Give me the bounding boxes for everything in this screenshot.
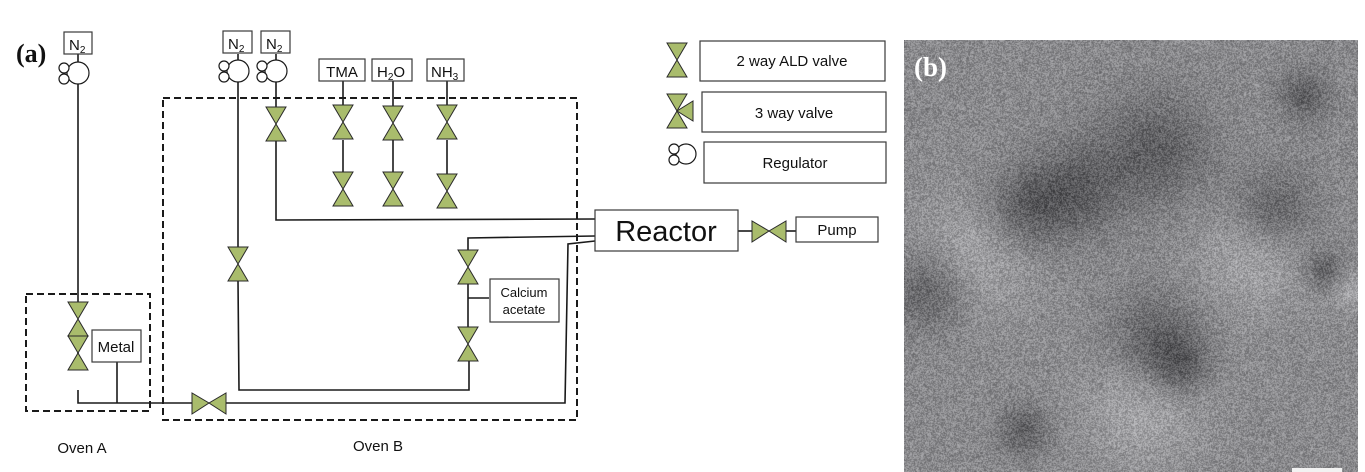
panel-a-label: (a) [16, 39, 46, 68]
two-way-valve-icon [332, 104, 354, 140]
h2o-label-o: O [393, 64, 405, 81]
legend-item-regulator: Regulator [668, 141, 887, 184]
n2-label: N [266, 36, 277, 53]
source-n2-oven-a: N2 [63, 31, 93, 56]
two-way-valve-icon [265, 106, 287, 142]
calcium-label-line1: Calcium [501, 285, 548, 300]
metal-source: Metal [91, 329, 142, 363]
two-way-valve-icon [436, 173, 458, 209]
two-way-valve-icon [457, 249, 479, 285]
legend-label: 3 way valve [755, 105, 833, 122]
regulator-icon [58, 61, 90, 85]
source-tma: TMA [318, 58, 366, 82]
legend: 2 way ALD valve 3 way valve Regulator [666, 40, 887, 184]
ald-system-schematic: (a) N2 [16, 30, 887, 457]
panel-b-label: (b) [914, 52, 947, 82]
regulator-icon [668, 143, 697, 166]
micrograph-image [904, 40, 1358, 472]
source-n2-left: N2 [222, 30, 253, 55]
calcium-label-line2: acetate [503, 302, 546, 317]
three-way-valve-icon [666, 93, 694, 129]
two-way-valve-icon [666, 42, 688, 78]
oven-b-label: Oven B [353, 438, 403, 455]
pipes [77, 54, 796, 404]
pump: Pump [795, 216, 879, 243]
n2-subscript: 2 [239, 44, 245, 55]
nh3-label: NH [431, 64, 453, 81]
legend-item-three-way-valve: 3 way valve [666, 91, 887, 133]
two-way-valve-icon [227, 246, 249, 282]
regulator-icon [256, 59, 288, 83]
oven-b-boundary [162, 97, 578, 421]
h2o-label-h: H [377, 64, 388, 81]
two-way-valve-icon [67, 335, 89, 371]
two-way-valves [67, 104, 479, 371]
calcium-acetate-source: Calcium acetate [489, 278, 560, 323]
source-n2-right: N2 [260, 30, 291, 55]
legend-label: 2 way ALD valve [737, 53, 848, 70]
two-way-valve-icon [382, 171, 404, 207]
n2-label: N [69, 37, 80, 54]
two-way-valve-icon [382, 105, 404, 141]
two-way-valve-icon [67, 301, 89, 337]
h2o-subscript: 2 [388, 72, 394, 83]
three-way-valve-icon [191, 392, 227, 415]
regulator-icon [218, 59, 250, 83]
tem-micrograph: (b) [904, 40, 1358, 472]
svg-text:N2: N2 [69, 37, 86, 56]
svg-text:H2O: H2O [377, 64, 405, 83]
two-way-valve-icon [332, 171, 354, 207]
two-way-valve-icon [457, 326, 479, 362]
legend-label: Regulator [762, 155, 827, 172]
reactor-label: Reactor [615, 216, 717, 248]
pump-label: Pump [817, 222, 856, 239]
source-h2o: H2O [371, 58, 413, 83]
legend-item-two-way-valve: 2 way ALD valve [666, 40, 886, 82]
n2-subscript: 2 [80, 45, 86, 56]
two-way-valve-icon [436, 104, 458, 140]
reactor: Reactor [594, 209, 739, 252]
n2-label: N [228, 36, 239, 53]
tma-label: TMA [326, 64, 358, 81]
metal-label: Metal [98, 339, 135, 356]
source-nh3: NH3 [426, 58, 465, 83]
n2-subscript: 2 [277, 44, 283, 55]
oven-a-boundary [25, 293, 151, 412]
svg-text:NH3: NH3 [431, 64, 459, 83]
nh3-subscript: 3 [453, 72, 459, 83]
oven-a-label: Oven A [57, 440, 106, 457]
scale-bar [1292, 468, 1342, 472]
pump-valve-icon [751, 220, 787, 243]
svg-text:N2: N2 [266, 36, 283, 55]
svg-text:N2: N2 [228, 36, 245, 55]
